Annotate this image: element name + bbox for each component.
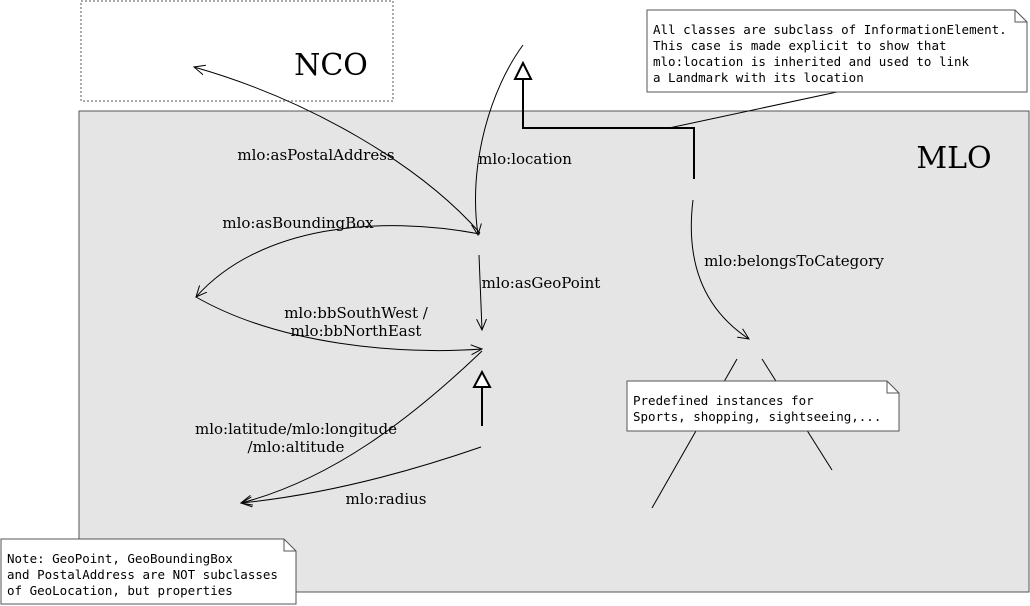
note-box [646,9,1028,93]
inheritance-location [513,60,695,179]
note-line: a Landmark with its location [653,70,864,85]
as-geo-point-arrow [479,254,482,330]
note-box [626,380,900,432]
note-fold [886,381,899,394]
belongs-to-category-arrow [690,199,749,339]
lat-long-label-line1: mlo:latitude/mlo:longitude [195,420,397,438]
location-label: mlo:location [478,150,572,168]
note-line: Predefined instances for [633,393,814,408]
nco-package-title: NCO [294,48,368,83]
nco-package: NCO [80,0,394,102]
mlo-package-title: MLO [916,141,991,176]
mlo-package-box [78,110,1030,593]
note-fold [1014,10,1027,23]
note-line: and PostalAddress are NOT subclasses [7,567,278,582]
note-line: mlo:location is inherited and used to li… [653,54,970,69]
note-predefined-instances: Predefined instances for Sports, shoppin… [626,380,900,432]
inheritance-triangle [472,369,492,388]
radius-arrow [241,446,482,503]
inheritance-geopoint [472,369,492,426]
note-box [0,538,297,605]
lat-long-label-line2: /mlo:altitude [248,438,345,456]
note-line: of GeoLocation, but properties [7,583,233,598]
as-postal-address-label: mlo:asPostalAddress [237,146,394,164]
note-information-element: All classes are subclass of InformationE… [646,9,1028,93]
as-bounding-box-label: mlo:asBoundingBox [222,214,374,232]
as-geo-point-label: mlo:asGeoPoint [482,274,601,292]
inheritance-line [522,79,695,179]
nco-package-box [80,0,394,102]
note-connector [668,91,838,129]
as-postal-address-arrow [194,67,481,234]
note-geopoint: Note: GeoPoint, GeoBoundingBox and Posta… [0,538,297,605]
note-line: Note: GeoPoint, GeoBoundingBox [7,551,233,566]
radius-label: mlo:radius [346,490,427,508]
note-fold [283,539,296,552]
belongs-to-category-label: mlo:belongsToCategory [704,252,884,270]
lat-long-arrow [241,350,483,503]
as-bounding-box-arrow [196,225,481,297]
location-arrow [476,44,524,235]
bb-corners-label-line1: mlo:bbSouthWest / [284,304,429,322]
note-line: Sports, shopping, sightseeing,... [633,409,881,424]
mlo-package: MLO [78,110,1030,593]
bb-corners-arrow [195,296,482,351]
bb-corners-label-line2: mlo:bbNorthEast [291,322,422,340]
inheritance-triangle [513,60,533,80]
note-line: This case is made explicit to show that [653,38,947,53]
note-line: All classes are subclass of InformationE… [653,22,1007,37]
